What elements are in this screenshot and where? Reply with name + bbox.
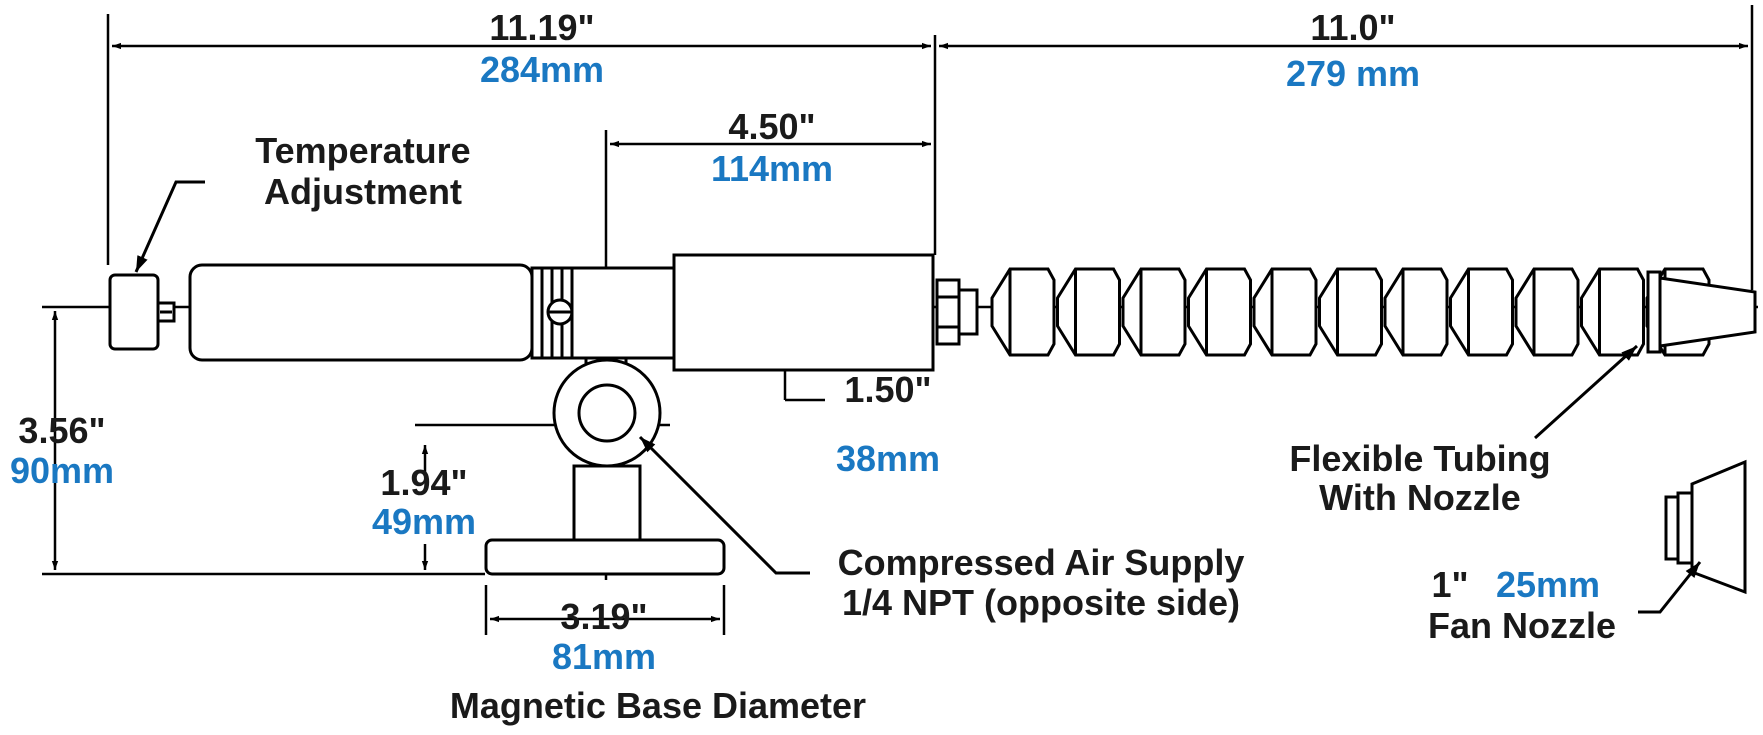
callout-labels: Temperature Adjustment Flexible Tubing W…	[255, 130, 1616, 726]
fan-nozzle-size-mm: 25mm	[1496, 564, 1600, 605]
flexible-tubing-leader	[1533, 344, 1639, 440]
compressed-air-label-2: 1/4 NPT (opposite side)	[842, 582, 1240, 623]
base-post	[572, 464, 642, 542]
base-diameter-in: 3.19"	[560, 596, 647, 637]
magnetic-base-label: Magnetic Base Diameter	[450, 685, 866, 726]
hot-tube	[188, 263, 534, 362]
temperature-adjustment-label-1: Temperature	[255, 130, 470, 171]
center-height-mm: 90mm	[10, 450, 114, 491]
center-height-in: 3.56"	[18, 410, 105, 451]
leader-arrows	[134, 180, 1702, 614]
flexible-tubing-label-2: With Nozzle	[1319, 477, 1521, 518]
dimension-labels: 11.19" 284mm 11.0" 279 mm 4.50" 114mm 1.…	[10, 7, 1420, 677]
tubing-segment	[1383, 267, 1449, 357]
fan-nozzle-label: Fan Nozzle	[1428, 605, 1616, 646]
magnetic-base	[484, 538, 726, 576]
supply-height-mm: 49mm	[372, 501, 476, 542]
supply-height-in: 1.94"	[380, 462, 467, 503]
round-nozzle-tip	[1646, 270, 1662, 354]
base-diameter-mm: 81mm	[552, 636, 656, 677]
temperature-adjustment-leader	[134, 180, 205, 273]
dimension-lines	[51, 42, 1748, 623]
cold-tube	[672, 253, 935, 372]
temperature-adjustment-label-2: Adjustment	[264, 171, 462, 212]
fan-nozzle	[1664, 459, 1747, 595]
tubing-segment	[1056, 267, 1121, 357]
compressed-air-label-1: Compressed Air Supply	[838, 542, 1245, 583]
tubing-segment	[1187, 267, 1252, 357]
tubing-segment	[990, 267, 1056, 357]
tubing-length-in: 11.0"	[1310, 7, 1395, 48]
fan-nozzle-size-in: 1"	[1431, 564, 1468, 605]
tubing-segment	[1449, 267, 1514, 357]
body-diameter-mm: 38mm	[836, 438, 940, 479]
flexible-tubing-label-1: Flexible Tubing	[1289, 438, 1550, 479]
tubing-segment	[1514, 267, 1580, 357]
overall-length-mm: 284mm	[480, 49, 604, 90]
tubing-segment	[1580, 267, 1645, 357]
fan-nozzle-leader	[1638, 561, 1702, 614]
compressed-air-leader	[638, 435, 810, 575]
cold-end-fitting	[935, 278, 961, 346]
tubing-segment	[1252, 267, 1318, 357]
overall-length-in: 11.19"	[489, 7, 594, 48]
temperature-adjustment-knob	[108, 273, 160, 351]
flexible-tubing	[990, 267, 1711, 357]
body-diameter-in: 1.50"	[844, 369, 931, 410]
tubing-segment	[1121, 267, 1187, 357]
base-offset-mm: 114mm	[711, 148, 833, 189]
air-inlet-port	[577, 383, 637, 443]
vortex-tube	[108, 253, 979, 576]
base-offset-in: 4.50"	[728, 106, 815, 147]
tubing-length-mm: 279 mm	[1286, 53, 1420, 94]
tubing-segment	[1318, 267, 1383, 357]
